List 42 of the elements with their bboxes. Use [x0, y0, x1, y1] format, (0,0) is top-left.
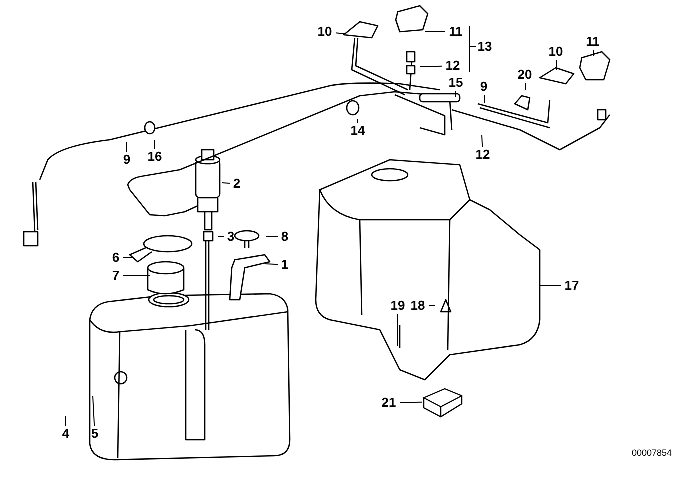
- callout-number: 11: [446, 25, 466, 39]
- callout-number: 18: [408, 299, 428, 313]
- callout-number: 1: [279, 258, 291, 272]
- leader-line: [218, 236, 224, 238]
- callout-number: 12: [443, 59, 463, 73]
- leader-line: [482, 134, 484, 148]
- callout-number: 6: [110, 251, 122, 265]
- callout-number: 2: [231, 177, 243, 191]
- leader-line: [266, 236, 278, 238]
- leader-line: [484, 94, 486, 104]
- leader-line: [593, 50, 594, 56]
- leader-line: [126, 142, 128, 152]
- leader-line: [92, 396, 96, 426]
- leader-line: [400, 402, 422, 404]
- drawing-number: 00007854: [632, 448, 672, 458]
- callout-number: 17: [562, 279, 582, 293]
- callout-number: 11: [583, 35, 603, 49]
- callout-number: 5: [89, 427, 101, 441]
- leader-line: [525, 82, 526, 90]
- callout-number: 21: [379, 396, 399, 410]
- callout-number: 10: [546, 45, 566, 59]
- callout-number: 20: [515, 68, 535, 82]
- callout-number: 10: [315, 25, 335, 39]
- leader-line: [336, 32, 346, 34]
- callout-number: 14: [348, 124, 368, 138]
- leader-line: [420, 66, 442, 68]
- callout-number: 3: [225, 230, 237, 244]
- callout-number: 16: [145, 150, 165, 164]
- pad-drawing: [423, 386, 463, 418]
- callout-number: 19: [388, 299, 408, 313]
- callout-number: 7: [110, 269, 122, 283]
- leader-line: [222, 182, 230, 184]
- callout-number: 12: [473, 148, 493, 162]
- callout-number: 15: [446, 76, 466, 90]
- callout-number: 13: [475, 40, 495, 54]
- callout-number: 4: [60, 427, 72, 441]
- leader-line: [264, 264, 278, 266]
- callout-number: 8: [279, 230, 291, 244]
- leader-line: [154, 140, 156, 150]
- leader-line: [556, 60, 558, 70]
- callout-number: 9: [121, 153, 133, 167]
- callout-number: 9: [478, 80, 490, 94]
